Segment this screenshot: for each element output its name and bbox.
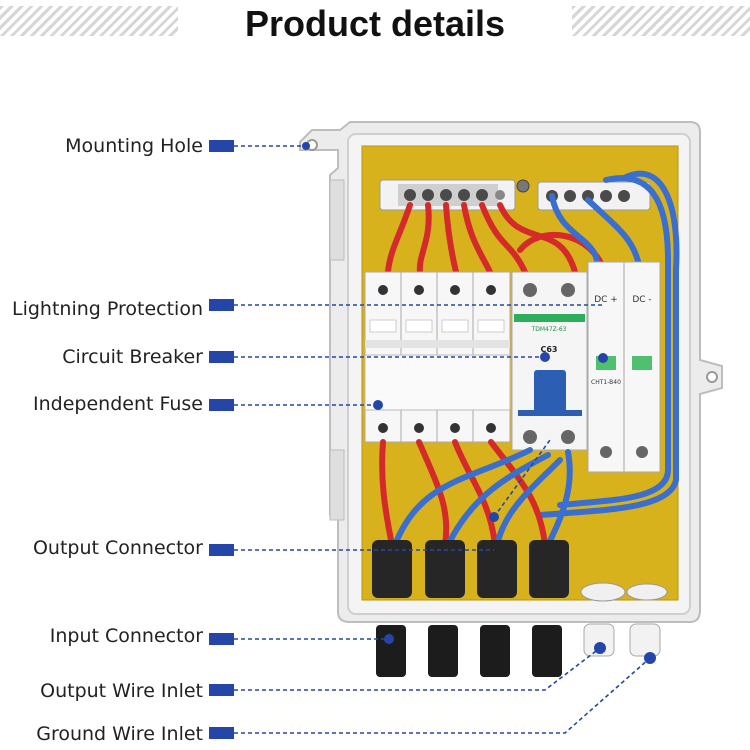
leader-lines [234, 145, 651, 734]
marker-input-connector [209, 633, 234, 645]
header-hatch-right [572, 6, 750, 36]
marker-independent-fuse [209, 399, 234, 411]
marker-output-connector [209, 544, 234, 556]
marker-mounting-hole [209, 140, 234, 152]
label-output-connector: Output Connector [32, 537, 203, 559]
wire-inlets [583, 623, 661, 664]
page-title: Product details [244, 3, 506, 44]
label-lightning-protection: Lightning Protection [11, 298, 203, 320]
label-ground-wire-inlet: Ground Wire Inlet [36, 723, 203, 745]
leader-dots [302, 142, 608, 644]
red-wires-top [385, 202, 608, 275]
input-connectors [376, 625, 562, 677]
breaker-rating-text: C63 [540, 345, 557, 354]
label-independent-fuse: Independent Fuse [33, 393, 203, 415]
label-mounting-hole: Mounting Hole [65, 135, 203, 157]
right-mount-hole-icon [706, 371, 718, 383]
circuit-breaker: TDM47Z-63 C63 [511, 271, 588, 451]
marker-ground-wire-inlet [209, 727, 234, 739]
dc-minus-text: DC - [632, 295, 651, 305]
breaker-model-text: TDM47Z-63 [531, 326, 567, 333]
label-input-connector: Input Connector [49, 625, 203, 647]
dc-plus-text: DC + [594, 295, 618, 305]
spd-model-text: CHT1-B40 [591, 379, 621, 386]
lightning-protection-devices: DC + DC - CHT1-B40 [587, 261, 661, 473]
marker-lightning-protection [209, 299, 234, 311]
marker-output-wire-inlet [209, 684, 234, 696]
output-connectors [372, 540, 569, 598]
header-hatch-left [0, 6, 178, 36]
marker-circuit-breaker [209, 351, 234, 363]
label-circuit-breaker: Circuit Breaker [62, 346, 203, 368]
terminal-bar-right [537, 181, 651, 211]
label-output-wire-inlet: Output Wire Inlet [40, 680, 203, 702]
